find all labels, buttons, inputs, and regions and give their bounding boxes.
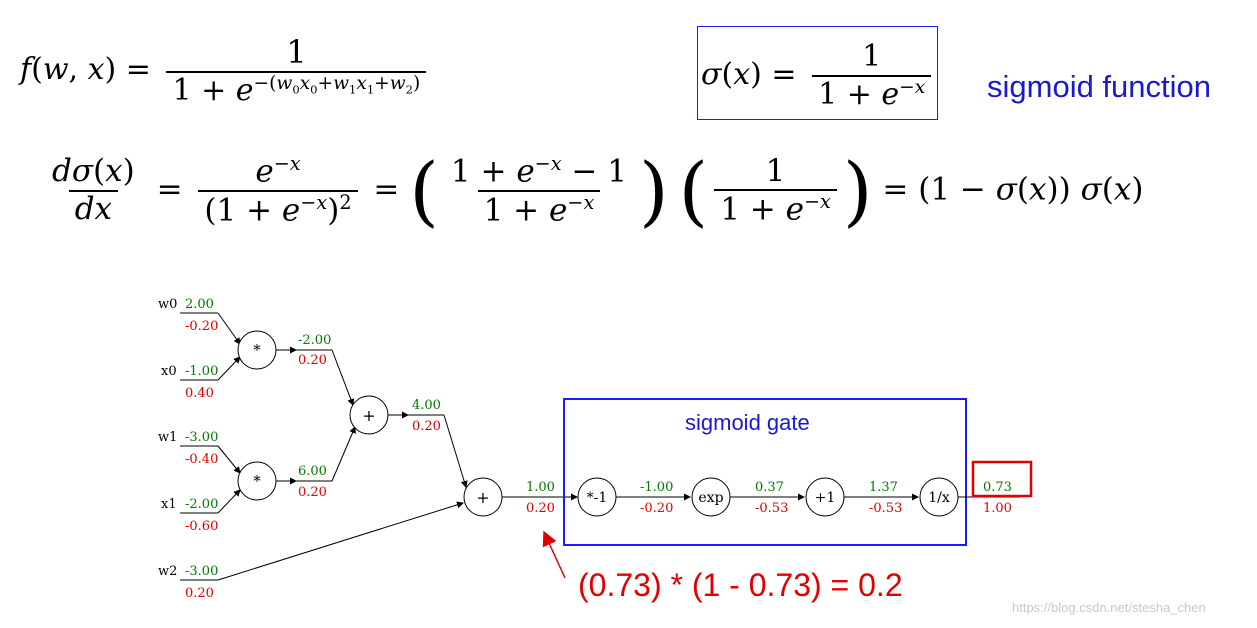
edge-add0-out: 4.00 0.20 — [388, 398, 468, 488]
input-w2-label: w2 — [158, 564, 177, 579]
node-exp-label: exp — [698, 490, 723, 506]
edge-add1-grad: 0.20 — [526, 501, 555, 516]
input-x1: x1 -2.00 -0.60 — [161, 489, 241, 534]
input-w2: w2 -3.00 0.20 — [158, 501, 464, 601]
edge-neg-grad: -0.20 — [640, 501, 673, 516]
edge-exp-out: 0.37 -0.53 — [730, 480, 805, 516]
output-value: 0.73 — [983, 480, 1012, 495]
equation-derivative: dσ(x) dx = e−x (1 + e−x)2 = ( 1 + e−x − … — [52, 146, 1144, 235]
annotation-arrow — [542, 530, 566, 579]
node-add1: + — [463, 477, 503, 517]
output: 0.73 1.00 — [958, 460, 1033, 516]
edge-mul1-value: 6.00 — [298, 464, 327, 479]
edge-mul1-out: 6.00 0.20 — [276, 426, 356, 500]
edge-neg-out: -1.00 -0.20 — [616, 480, 691, 516]
node-mul1-label: * — [253, 472, 261, 490]
input-x0-label: x0 — [161, 364, 177, 379]
input-w1-label: w1 — [158, 430, 177, 445]
node-add1-label: + — [476, 488, 489, 507]
input-x1-label: x1 — [161, 497, 177, 512]
edge-plus1-grad: -0.53 — [869, 501, 902, 516]
sigmoid-gate-box — [563, 398, 967, 546]
input-x0-grad: 0.40 — [185, 386, 214, 401]
node-recip: 1/x — [919, 477, 959, 517]
sigmoid-equation-box — [697, 26, 938, 120]
edge-add1-out: 1.00 0.20 — [502, 480, 578, 516]
edge-plus1-out: 1.37 -0.53 — [844, 480, 919, 516]
equation-sigmoid: σ(x) = 1 1 + e−x — [701, 39, 937, 112]
edge-exp-value: 0.37 — [755, 480, 784, 495]
output-highlight-box — [971, 460, 1033, 498]
node-add0-label: + — [362, 406, 375, 425]
input-w0-grad: -0.20 — [185, 319, 218, 334]
node-mul0: * — [237, 330, 277, 370]
node-neg: *-1 — [577, 477, 617, 517]
edge-add1-value: 1.00 — [526, 480, 555, 495]
node-exp: exp — [691, 477, 731, 517]
edge-add0-grad: 0.20 — [412, 419, 441, 434]
watermark: https://blog.csdn.net/stesha_chen — [1012, 600, 1206, 615]
input-w2-grad: 0.20 — [185, 586, 214, 601]
input-w2-value: -3.00 — [185, 564, 218, 579]
node-recip-label: 1/x — [928, 490, 950, 506]
node-neg-label: *-1 — [587, 490, 608, 506]
node-add0: + — [349, 395, 389, 435]
edge-exp-grad: -0.53 — [755, 501, 788, 516]
equation-f: f(w, x) = 1 1 + e−(w0x0+w1x1+w2) — [20, 34, 432, 108]
input-w0: w0 2.00 -0.20 — [158, 297, 241, 345]
input-x0: x0 -1.00 0.40 — [161, 356, 241, 401]
input-w1-value: -3.00 — [185, 430, 218, 445]
output-grad: 1.00 — [983, 501, 1012, 516]
edge-mul0-grad: 0.20 — [298, 353, 327, 368]
edge-mul0-value: -2.00 — [298, 333, 331, 348]
input-x0-value: -1.00 — [185, 364, 218, 379]
node-mul0-label: * — [253, 341, 261, 359]
gradient-formula: (0.73) * (1 - 0.73) = 0.2 — [578, 567, 903, 603]
node-plus1: +1 — [805, 477, 845, 517]
edge-add0-value: 4.00 — [412, 398, 441, 413]
sigmoid-gate-title: sigmoid gate — [685, 410, 810, 435]
input-w1-grad: -0.40 — [185, 452, 218, 467]
input-w1: w1 -3.00 -0.40 — [158, 430, 241, 474]
input-x1-value: -2.00 — [185, 497, 218, 512]
input-x1-grad: -0.60 — [185, 519, 218, 534]
input-w0-label: w0 — [158, 297, 177, 312]
edge-neg-value: -1.00 — [640, 480, 673, 495]
node-plus1-label: +1 — [815, 490, 836, 506]
edge-mul0-out: -2.00 0.20 — [276, 333, 355, 406]
edge-plus1-value: 1.37 — [869, 480, 898, 495]
sigmoid-function-label: sigmoid function — [987, 69, 1212, 104]
input-w0-value: 2.00 — [185, 297, 214, 312]
edge-mul1-grad: 0.20 — [298, 485, 327, 500]
node-mul1: * — [237, 461, 277, 501]
